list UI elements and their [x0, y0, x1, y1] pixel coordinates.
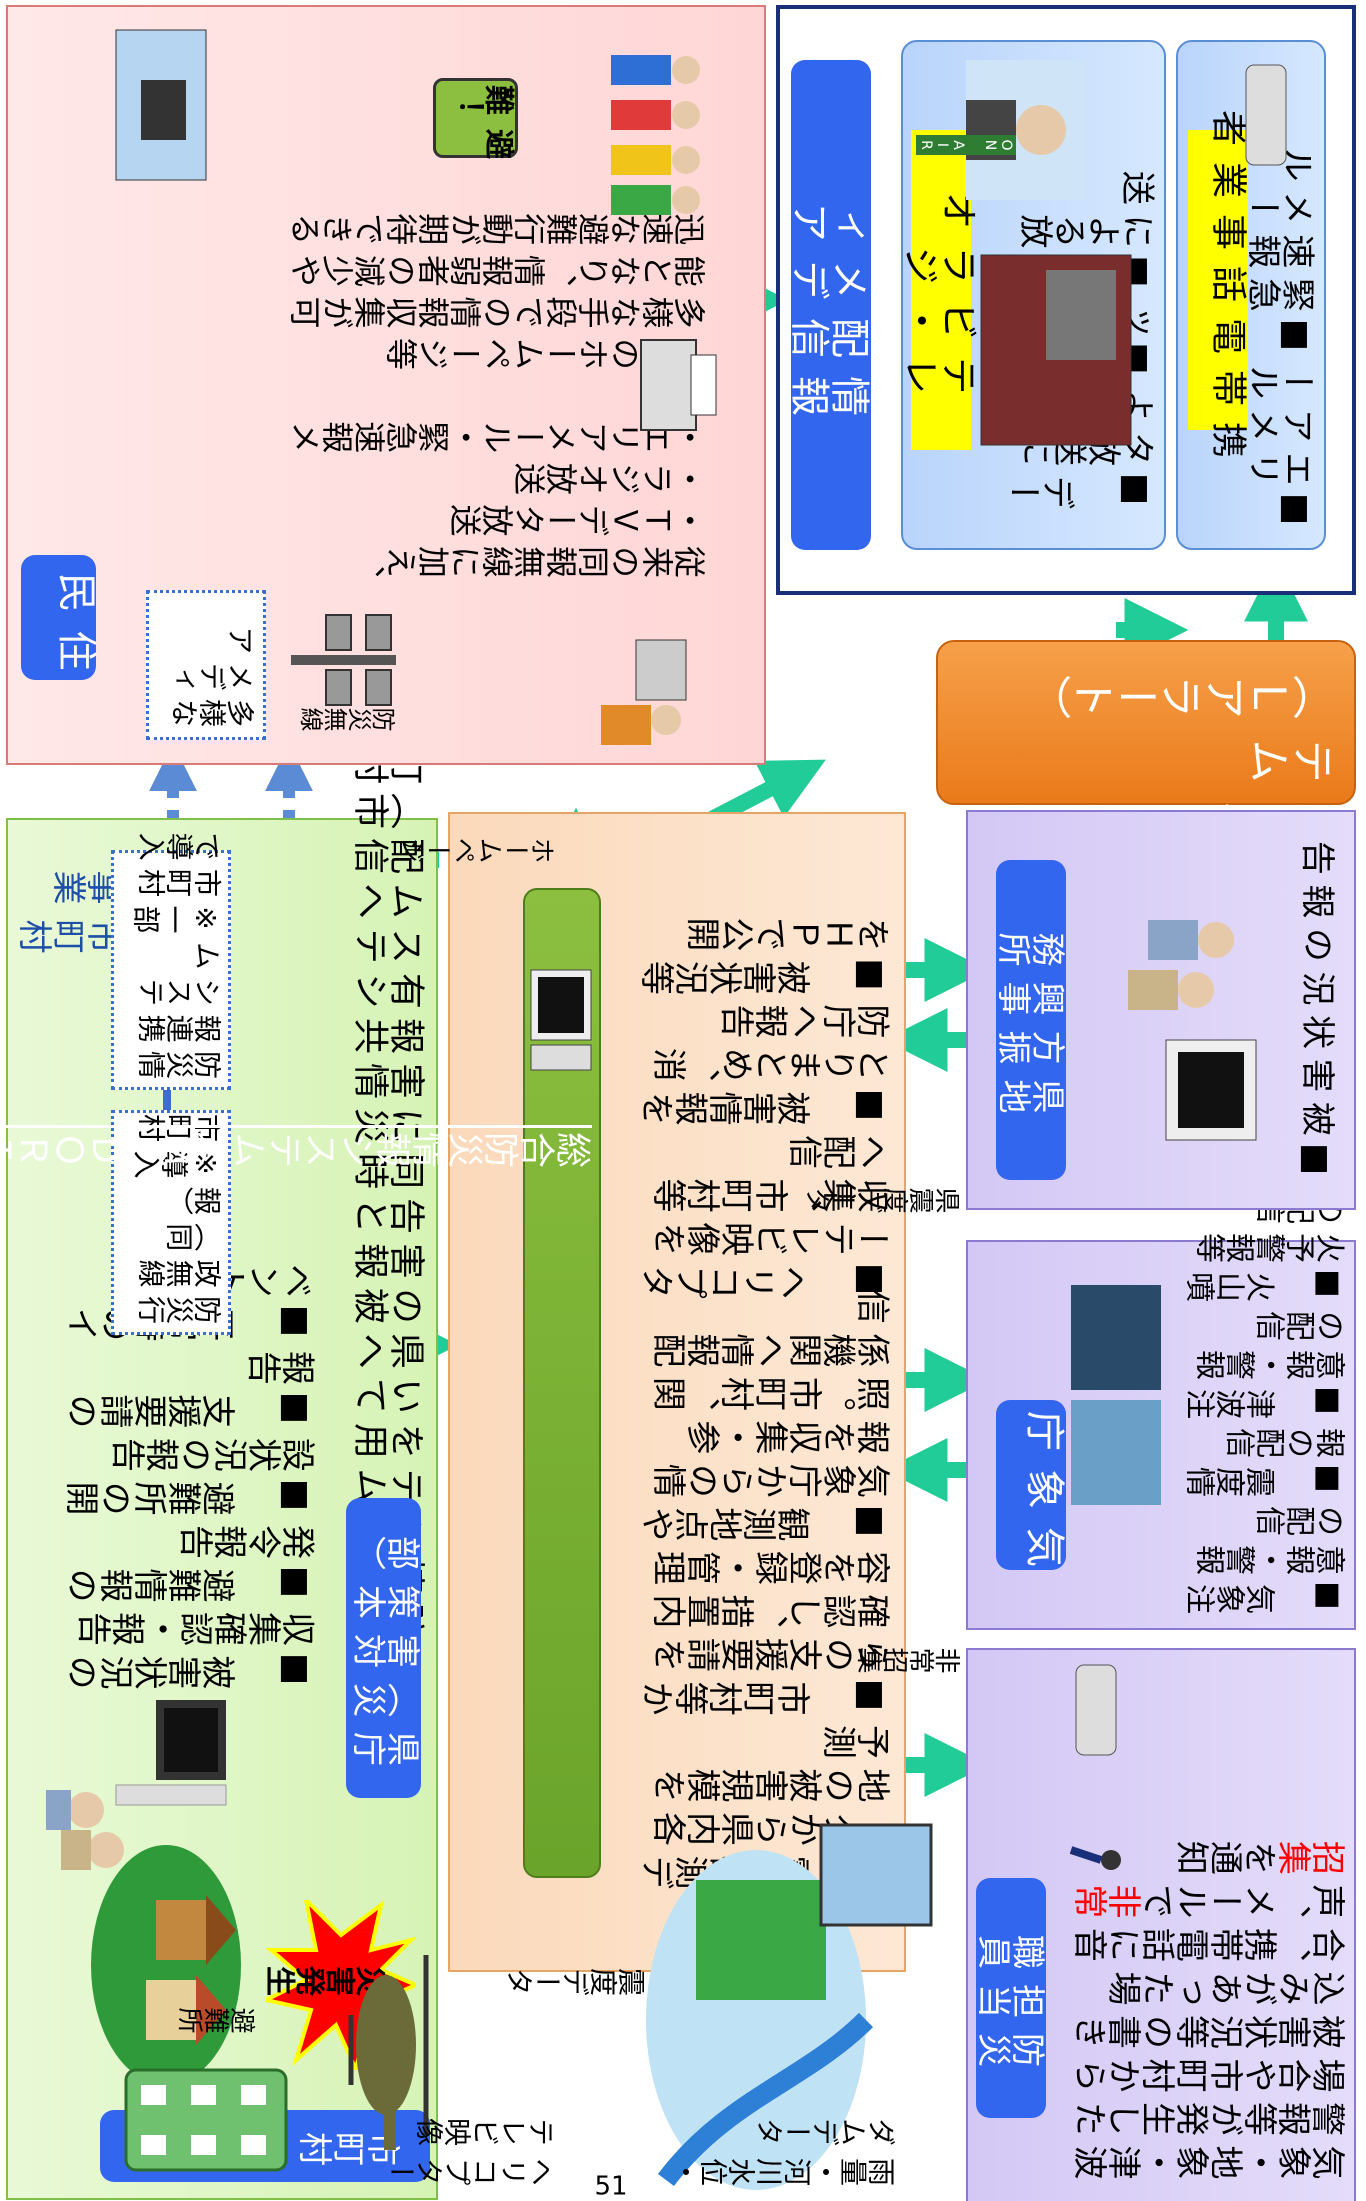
house-tv-illustration — [115, 29, 207, 181]
midori-system-name: 総合防災情報システム（ＭＩＤＯＲＩ） — [0, 1126, 592, 1167]
running-person-icon — [1069, 1846, 1121, 1870]
local-office-title: 県地方振興事務所 — [996, 860, 1066, 1180]
weather-photos-illustration — [1071, 1285, 1161, 1505]
media-title: 情報配信メディア — [791, 60, 871, 550]
staff-phone-icon — [1075, 1664, 1117, 1756]
staff-text: 気象・地象・津波警報等が発生した場合や市町村から被害状況等の書き込みがあった場合… — [1046, 1700, 1346, 2180]
diverse-media-box: 多様な メディア — [146, 590, 266, 740]
prefecture-right-item-3: ■ 被害状況等をＨＰで公開 — [641, 910, 891, 995]
municipality-box: 市町村・消防本部 防災情報システムを用いて県への被害報告と同時に災害情報共有シス… — [6, 562, 438, 2200]
prefecture-left-item-3: ■ 観測地点や気象庁からの情報を収集・参照。市町村、関係機関へ情報配信 — [641, 1283, 891, 1541]
prefecture-left-items: ■ 震度観測データから県内各地の被害規模を予測 ■ 市町村等からの支援要請を確認… — [621, 1283, 891, 1890]
rain-label: 雨量・河川水位・ ダムデータ — [672, 2114, 896, 2187]
prefecture-right-items: ■ ヘリコプターテレビ映像を収集、市町村等へ配信 ■ 被害情報をとりまとめ、消防… — [621, 880, 891, 1300]
dam-icon — [819, 1823, 933, 1927]
midori-server-icon — [530, 969, 592, 1071]
projects-connector — [163, 1090, 171, 1110]
prefecture-left-item-2: ■ 市町村等からの支援要請を確認し、措置内容を登録・管理 — [641, 1544, 891, 1715]
local-office-items: ■ 被害状況の報告 — [1276, 834, 1336, 1180]
mobile-item-2: ■ 緊急速報メール — [1248, 140, 1316, 355]
jma-title: 気象庁 — [996, 1400, 1066, 1570]
seismic-label: 震度データ — [506, 1964, 646, 1997]
radio-speakers-icon — [291, 614, 396, 706]
mobile-item-1: ■ エリアメール — [1248, 358, 1316, 529]
tv-screen-illustration — [980, 254, 1132, 446]
office-workers-illustration — [46, 1700, 227, 1870]
staff-text-a: 気象・地象・津波警報等が発生した場合や市町村から被害状況等の書き込みがあった場合… — [1074, 1877, 1346, 2179]
evacuating-people-illustration — [611, 55, 700, 215]
municipality-item-1: ■ 被害状況の収集確認・報告 — [66, 1605, 316, 1689]
residents-title: 住 民 — [19, 555, 99, 680]
emergency-call-label: 非常招集 — [857, 1643, 961, 1673]
municipality-items: ■ 被害状況の収集確認・報告 ■ 避難情報の発令報告 ■ 避難所の開設状況の報告… — [56, 1257, 316, 1690]
municipality-item-3: ■ 避難所の開設状況の報告 — [66, 1431, 316, 1515]
jma-item-1: ■ 気象注意報・警報の配信 — [1186, 1500, 1346, 1613]
homepage-label: ホームページ — [400, 833, 556, 863]
municipality-item-2: ■ 避難情報の発令報告 — [66, 1518, 316, 1602]
prefecture-title: 県庁（災害対策本部） — [346, 1498, 421, 1798]
municipal-project-1: 防災情報連携システム ※一部市町村で導入 — [111, 829, 231, 1090]
seismic-data-label: 県震度データ — [805, 1183, 961, 1213]
local-office-item-1: ■ 被害状況の報告 — [1296, 834, 1336, 1179]
evacuate-bubble: 避難！ — [433, 78, 518, 158]
jma-items: ■ 気象注意報・警報の配信 ■ 震度情報の配信 ■ 津波注意報・警報の配信 ■ … — [1176, 1188, 1346, 1615]
heli-label: ヘリコプター テレビ映像 — [388, 2114, 556, 2187]
mobile-phone-icon — [1245, 64, 1287, 166]
computer-user-illustration — [601, 639, 687, 745]
local-office-illustration — [1128, 920, 1257, 1141]
tv-radio-title: テレビ・ラジオ — [903, 130, 979, 450]
town-illustration — [91, 1845, 241, 2085]
fax-machine-icon — [640, 339, 717, 431]
municipal-projects-title: 市町村事業 — [19, 864, 121, 953]
staff-title: 防災担当職員 — [976, 1878, 1046, 2118]
mobile-items: ■ エリアメール ■ 緊急速報メール — [1216, 141, 1316, 530]
municipality-item-4: ■ 支援要請の報告 — [66, 1344, 316, 1428]
jma-item-3: ■ 津波注意報・警報の配信 — [1186, 1305, 1346, 1418]
shelter-building-icon — [124, 2068, 288, 2172]
jma-item-2: ■ 震度情報の配信 — [1186, 1422, 1346, 1496]
helicopter-icon — [348, 1955, 429, 2150]
announcer-illustration — [966, 60, 1086, 200]
page-number: 51 — [594, 2171, 628, 2201]
shelter-label: 避難所 — [178, 2003, 256, 2033]
radio-label: 防災無線 — [300, 703, 396, 731]
staff-text-c: を通知 — [1176, 1834, 1278, 1875]
on-air-badge: ON AIR — [916, 135, 1016, 155]
prefecture-right-item-2: ■ 被害情報をとりまとめ、消防庁へ報告 — [641, 997, 891, 1125]
rain-river-illustration — [646, 1850, 874, 2190]
